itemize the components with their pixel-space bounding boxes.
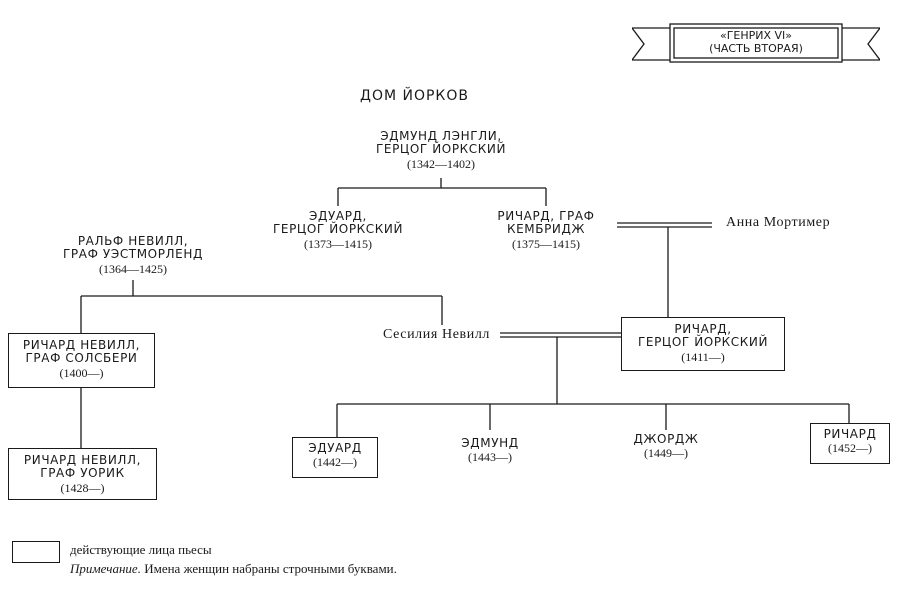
- person-name-line-1: ЭДМУНД ЛЭНГЛИ,: [380, 129, 502, 143]
- person-years: (1452—): [828, 441, 872, 456]
- footnote-text: Имена женщин набраны строчными буквами.: [140, 561, 397, 576]
- page-title: ДОМ ЙОРКОВ: [360, 88, 469, 104]
- person-years: (1443—): [468, 450, 512, 465]
- person-ralph-neville: РАЛЬФ НЕВИЛЛ, ГРАФ УЭСТМОРЛЕНД (1364—142…: [48, 234, 218, 276]
- woman-cecily-neville: Сесилия Невилл: [383, 327, 490, 342]
- person-richard-cambridge: РИЧАРД, ГРАФ КЕМБРИДЖ (1375—1415): [481, 209, 611, 251]
- person-richard-child: РИЧАРД (1452—): [810, 423, 890, 464]
- woman-anne-mortimer: Анна Мортимер: [726, 215, 831, 230]
- person-name-line-1: ДЖОРДЖ: [633, 432, 699, 446]
- person-years: (1375—1415): [512, 236, 580, 251]
- person-edward-york: ЭДУАРД, ГЕРЦОГ ЙОРКСКИЙ (1373—1415): [258, 209, 418, 251]
- person-name-line-2: ГЕРЦОГ ЙОРКСКИЙ: [272, 222, 404, 237]
- person-years: (1442—): [313, 455, 357, 470]
- banner-line-2: (ЧАСТЬ ВТОРАЯ): [709, 42, 803, 56]
- person-richard-salisbury: РИЧАРД НЕВИЛЛ, ГРАФ СОЛСБЕРИ (1400—): [8, 333, 155, 388]
- play-title-banner: [632, 23, 880, 63]
- person-name-line-1: РИЧАРД, ГРАФ: [497, 209, 595, 223]
- person-name-line-1: РИЧАРД,: [674, 322, 732, 336]
- person-richard-york: РИЧАРД, ГЕРЦОГ ЙОРКСКИЙ (1411—): [621, 317, 785, 371]
- footnote: Примечание. Имена женщин набраны строчны…: [70, 561, 397, 577]
- person-name-line-1: ЭДМУНД: [461, 436, 519, 450]
- person-edward-child: ЭДУАРД (1442—): [292, 437, 378, 478]
- person-name-line-2: ГРАФ СОЛСБЕРИ: [25, 351, 138, 366]
- person-years: (1428—): [60, 480, 105, 495]
- banner-line-1: «ГЕНРИХ VI»: [719, 29, 793, 42]
- person-edmund-child: ЭДМУНД (1443—): [450, 436, 530, 465]
- person-name-line-2: ГЕРЦОГ ЙОРКСКИЙ: [637, 335, 769, 350]
- person-years: (1373—1415): [304, 236, 372, 251]
- banner-text: «ГЕНРИХ VI» (ЧАСТЬ ВТОРАЯ): [672, 29, 840, 55]
- person-name-line-1: РИЧАРД: [823, 427, 877, 441]
- person-edmund-langley: ЭДМУНД ЛЭНГЛИ, ГЕРЦОГ ЙОРКСКИЙ (1342—140…: [361, 129, 521, 171]
- person-name-line-1: РИЧАРД НЕВИЛЛ,: [22, 338, 141, 352]
- person-name-line-1: РИЧАРД НЕВИЛЛ,: [23, 453, 142, 467]
- legend-box-sample: [12, 541, 60, 563]
- person-george-child: ДЖОРДЖ (1449—): [626, 432, 706, 461]
- person-name-line-1: ЭДУАРД: [308, 441, 362, 455]
- person-years: (1449—): [644, 446, 688, 461]
- person-name-line-2: ГРАФ УЭСТМОРЛЕНД: [63, 247, 203, 262]
- person-years: (1342—1402): [407, 156, 475, 171]
- person-years: (1411—): [681, 349, 725, 364]
- person-name-line-1: РАЛЬФ НЕВИЛЛ,: [77, 234, 189, 248]
- person-name-line-2: ГЕРЦОГ ЙОРКСКИЙ: [375, 142, 507, 157]
- legend-label: действующие лица пьесы: [70, 542, 212, 557]
- person-years: (1400—): [59, 365, 104, 380]
- person-name-line-1: ЭДУАРД,: [309, 209, 367, 223]
- person-richard-warwick: РИЧАРД НЕВИЛЛ, ГРАФ УОРИК (1428—): [8, 448, 157, 500]
- footnote-prefix: Примечание.: [70, 561, 141, 576]
- person-years: (1364—1425): [99, 261, 167, 276]
- person-name-line-2: КЕМБРИДЖ: [506, 222, 585, 237]
- person-name-line-2: ГРАФ УОРИК: [40, 466, 125, 481]
